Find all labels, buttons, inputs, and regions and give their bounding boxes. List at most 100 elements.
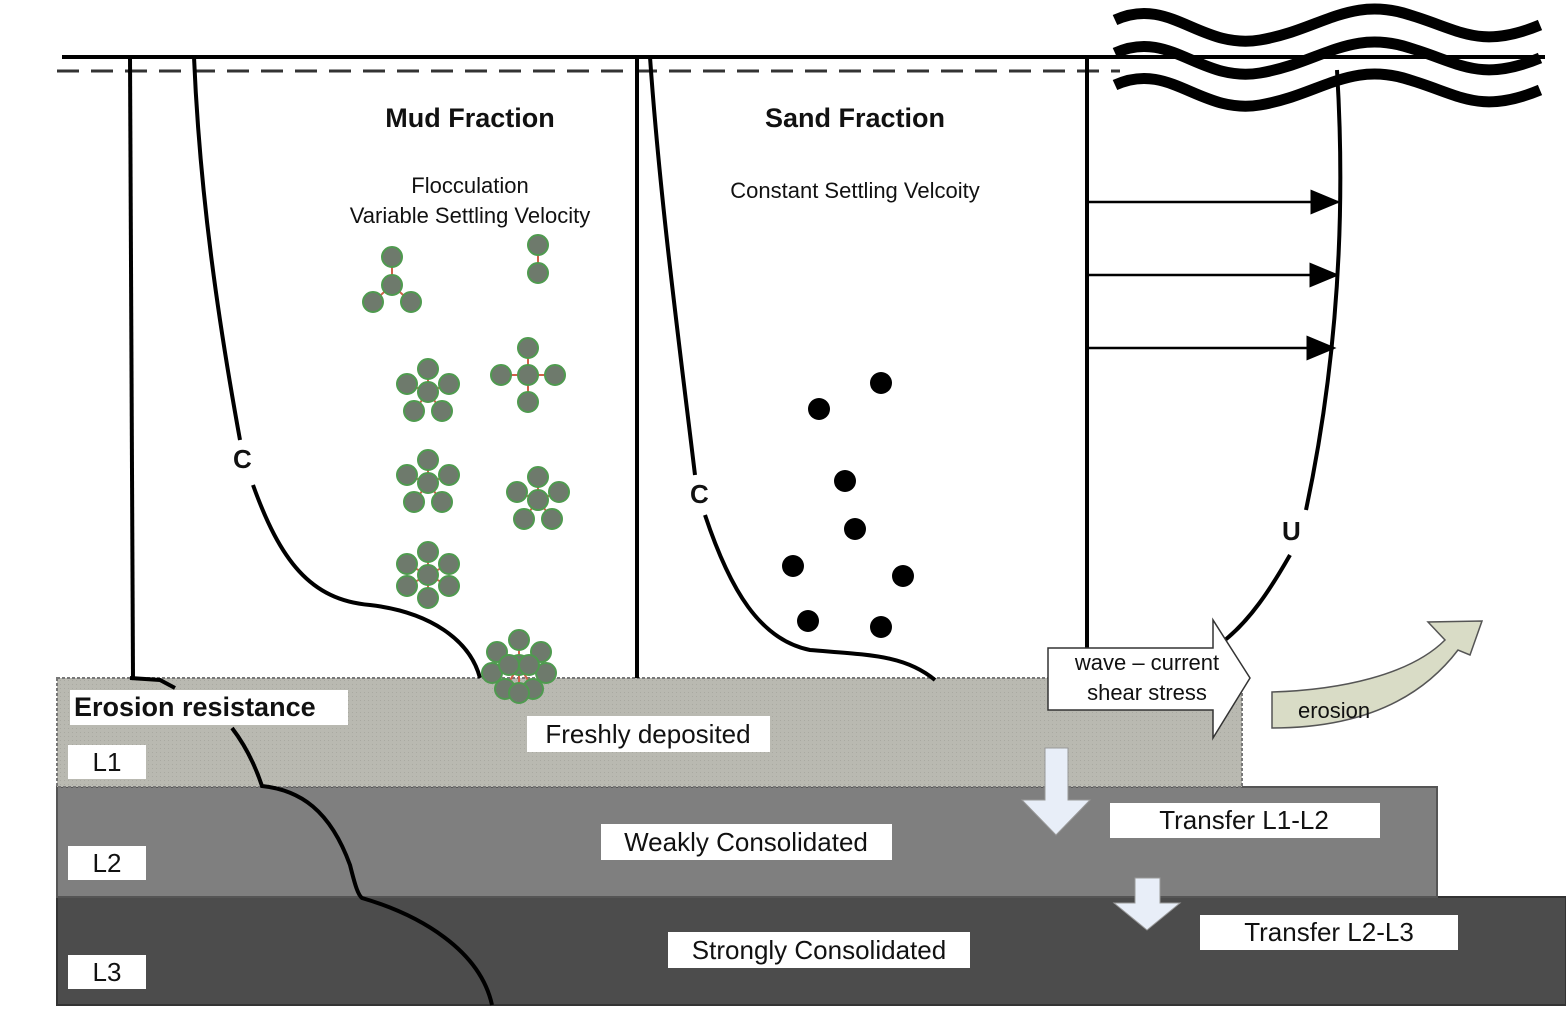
layer-l3-label-bg xyxy=(68,955,146,989)
freshly-deposited-label: Freshly deposited xyxy=(545,719,750,749)
floc-particle xyxy=(381,274,403,296)
sand-particle xyxy=(870,616,892,638)
sand-concentration-curve xyxy=(648,56,937,682)
mud-concentration-curve xyxy=(192,56,482,679)
floc xyxy=(481,629,557,704)
transfer-l1-l2-label-bg xyxy=(1110,803,1380,838)
sand-particle xyxy=(844,518,866,540)
floc-particle xyxy=(513,508,535,530)
shear-stress-line1: wave – current xyxy=(1074,650,1219,675)
floc-particle xyxy=(431,400,453,422)
layer-l2-label-bg xyxy=(68,846,146,880)
floc-particle xyxy=(527,489,549,511)
layer-l1-label-bg xyxy=(68,745,146,779)
sand-subtitle-settling: Constant Settling Velcoity xyxy=(730,178,979,203)
mud-fraction-title: Mud Fraction xyxy=(385,103,555,133)
floc-particle xyxy=(508,682,530,704)
floc-particle xyxy=(362,291,384,313)
mud-subtitle-settling: Variable Settling Velocity xyxy=(350,203,591,228)
transfer-l2-l3-label: Transfer L2-L3 xyxy=(1244,917,1414,947)
mud-axis-line xyxy=(128,56,135,679)
shear-stress-arrow-shape xyxy=(1047,617,1251,741)
floc-particle xyxy=(508,629,530,651)
erosion-resistance-curve xyxy=(129,676,494,1006)
sand-particle xyxy=(834,470,856,492)
floc-particle xyxy=(438,553,460,575)
erosion-arrow-shape xyxy=(1271,620,1484,729)
transfer-l2-l3-arrow-icon xyxy=(1112,877,1182,931)
floc-particle xyxy=(396,464,418,486)
sand-particle xyxy=(870,372,892,394)
transfer-l2-l3-label-bg xyxy=(1200,915,1458,950)
erosion-label: erosion xyxy=(1298,698,1370,723)
mud-subtitle-flocculation: Flocculation xyxy=(411,173,528,198)
sand-particle xyxy=(808,398,830,420)
floc xyxy=(506,466,570,530)
floc-particle xyxy=(548,481,570,503)
velocity-profile-curve xyxy=(1223,69,1343,642)
floc-particle xyxy=(517,337,539,359)
erosion-resistance-label-bg xyxy=(70,690,348,725)
floc xyxy=(527,234,549,284)
floc-particle xyxy=(417,587,439,609)
floc-particle xyxy=(417,472,439,494)
weakly-consolidated-label-bg xyxy=(601,824,892,860)
floc-particle xyxy=(417,358,439,380)
floc-particle xyxy=(400,291,422,313)
floc xyxy=(396,541,460,609)
sand-particles xyxy=(782,372,914,638)
waves-icon xyxy=(1112,3,1543,112)
floc-particle xyxy=(527,262,549,284)
floc-particle xyxy=(438,373,460,395)
floc-particle xyxy=(517,364,539,386)
floc xyxy=(362,246,422,313)
freshly-deposited-label-bg xyxy=(527,716,770,752)
erosion-resistance-label: Erosion resistance xyxy=(74,692,316,722)
floc-particle xyxy=(381,246,403,268)
floc-particle xyxy=(506,481,528,503)
floc-particle xyxy=(403,491,425,513)
layer-l2-label: L2 xyxy=(93,848,122,878)
layer-l3-label: L3 xyxy=(93,957,122,987)
floc-particle xyxy=(527,234,549,256)
sand-particle xyxy=(782,555,804,577)
strongly-consolidated-label-bg xyxy=(668,932,970,968)
floc-particle xyxy=(396,553,418,575)
weakly-consolidated-label: Weakly Consolidated xyxy=(624,827,868,857)
floc-particle xyxy=(518,654,540,676)
velocity-curve-label: U xyxy=(1282,516,1301,546)
floc xyxy=(396,449,460,513)
floc-particle xyxy=(417,564,439,586)
sand-particle xyxy=(797,610,819,632)
floc-particle xyxy=(527,466,549,488)
floc-particle xyxy=(417,381,439,403)
floc-particle xyxy=(438,575,460,597)
floc-particle xyxy=(498,654,520,676)
floc-particles xyxy=(362,234,570,704)
sand-curve-label: C xyxy=(690,479,709,509)
floc-particle xyxy=(417,541,439,563)
floc-particle xyxy=(544,364,566,386)
shear-stress-line2: shear stress xyxy=(1087,680,1207,705)
floc-particle xyxy=(396,373,418,395)
velocity-arrows xyxy=(1089,189,1341,361)
strongly-consolidated-label: Strongly Consolidated xyxy=(692,935,946,965)
erosion-arrow: erosion xyxy=(1271,620,1484,729)
floc xyxy=(490,337,566,413)
sand-fraction-title: Sand Fraction xyxy=(765,103,945,133)
floc-particle xyxy=(541,508,563,530)
floc-particle xyxy=(431,491,453,513)
mud-curve-label: C xyxy=(233,444,252,474)
floc-particle xyxy=(438,464,460,486)
floc-particle xyxy=(517,391,539,413)
floc-particle xyxy=(417,449,439,471)
floc-particle xyxy=(396,575,418,597)
sand-particle xyxy=(892,565,914,587)
floc xyxy=(396,358,460,422)
shear-stress-arrow: wave – current shear stress xyxy=(1047,617,1251,741)
floc-particle xyxy=(403,400,425,422)
transfer-l1-l2-label: Transfer L1-L2 xyxy=(1159,805,1329,835)
transfer-l1-l2-arrow-icon xyxy=(1020,747,1092,836)
floc-particle xyxy=(490,364,512,386)
